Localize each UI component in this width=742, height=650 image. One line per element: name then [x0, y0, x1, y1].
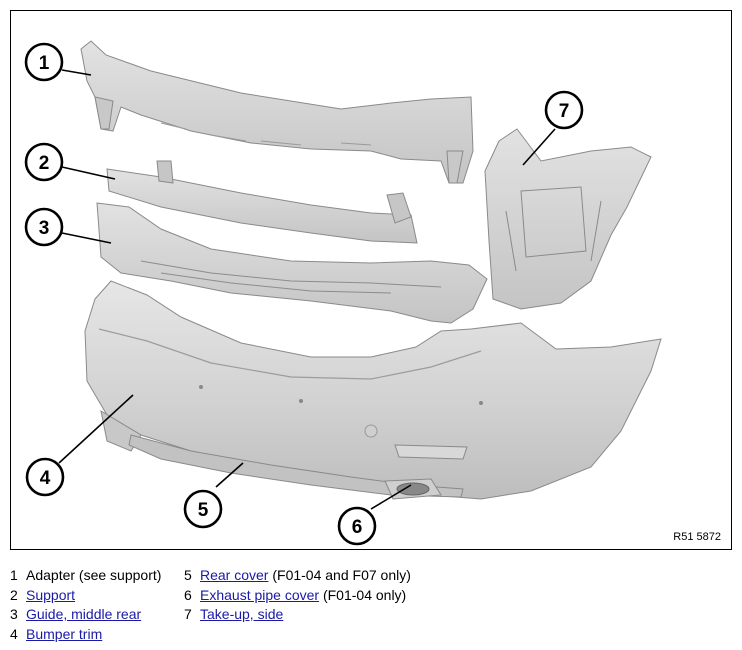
part-adapter: [80, 40, 474, 184]
legend-number: 5: [184, 567, 192, 583]
part-exhaust-pipe-cover: [384, 478, 442, 500]
callout-5: 5: [183, 489, 223, 529]
legend-column-right: 5 Rear cover (F01-04 and F07 only) 6 Exhau…: [184, 566, 411, 625]
parts-illustration: 1 2 3 4 5 6 7: [24, 40, 662, 546]
svg-text:1: 1: [39, 53, 50, 74]
callout-4: 4: [25, 457, 65, 497]
legend-number: 3: [10, 606, 18, 622]
legend-item-7: 7 Take-up, side: [184, 605, 411, 625]
legend-column-left: 1 Adapter (see support) 2 Support 3 Guide, …: [10, 566, 161, 644]
legend-link-bumper-trim[interactable]: Bumper trim: [26, 625, 103, 642]
legend-link-support[interactable]: Support: [26, 586, 76, 603]
callout-2: 2: [24, 142, 64, 182]
legend-link-rear-cover[interactable]: Rear cover: [200, 567, 269, 583]
legend-item-3: 3 Guide, middle rear: [10, 605, 161, 625]
leader-lines: [58, 69, 556, 510]
legend-number: 4: [10, 625, 18, 642]
callout-7: 7: [544, 90, 584, 130]
part-rear-cover: [128, 434, 464, 498]
svg-text:3: 3: [39, 218, 50, 239]
svg-text:7: 7: [559, 101, 570, 122]
callout-3: 3: [24, 207, 64, 247]
svg-text:2: 2: [39, 153, 50, 174]
svg-text:6: 6: [352, 517, 363, 538]
exploded-parts-diagram: 1 2 3 4 5 6 7 R51 5872: [10, 10, 732, 550]
legend-label-adapter: Adapter (see support): [26, 567, 162, 583]
callout-1: 1: [24, 42, 64, 82]
legend-item-5: 5 Rear cover (F01-04 and F07 only): [184, 566, 411, 586]
part-take-up-side: [484, 128, 652, 310]
svg-text:5: 5: [198, 500, 209, 521]
legend-link-take-up-side[interactable]: Take-up, side: [200, 606, 284, 622]
reference-code: R51 5872: [673, 531, 721, 543]
part-guide-middle-rear: [96, 202, 488, 324]
legend-note-exhaust-pipe-cover: (F01-04 only): [319, 586, 407, 603]
part-support: [106, 160, 418, 244]
legend-item-6: 6 Exhaust pipe cover (F01-04 only): [184, 586, 411, 606]
legend-link-guide-middle-rear[interactable]: Guide, middle rear: [26, 606, 142, 622]
legend-number: 2: [10, 586, 18, 603]
legend-item-2: 2 Support: [10, 586, 161, 606]
legend-number: 1: [10, 567, 18, 583]
legend-item-1: 1 Adapter (see support): [10, 566, 161, 586]
part-bumper-trim: [84, 280, 662, 500]
legend-note-rear-cover: (F01-04 and F07 only): [268, 567, 411, 583]
svg-text:4: 4: [40, 468, 51, 489]
legend-item-4: 4 Bumper trim: [10, 625, 161, 645]
legend-number: 7: [184, 606, 192, 622]
legend-link-exhaust-pipe-cover[interactable]: Exhaust pipe cover: [200, 586, 320, 603]
callout-6: 6: [337, 506, 377, 546]
legend-number: 6: [184, 586, 192, 603]
